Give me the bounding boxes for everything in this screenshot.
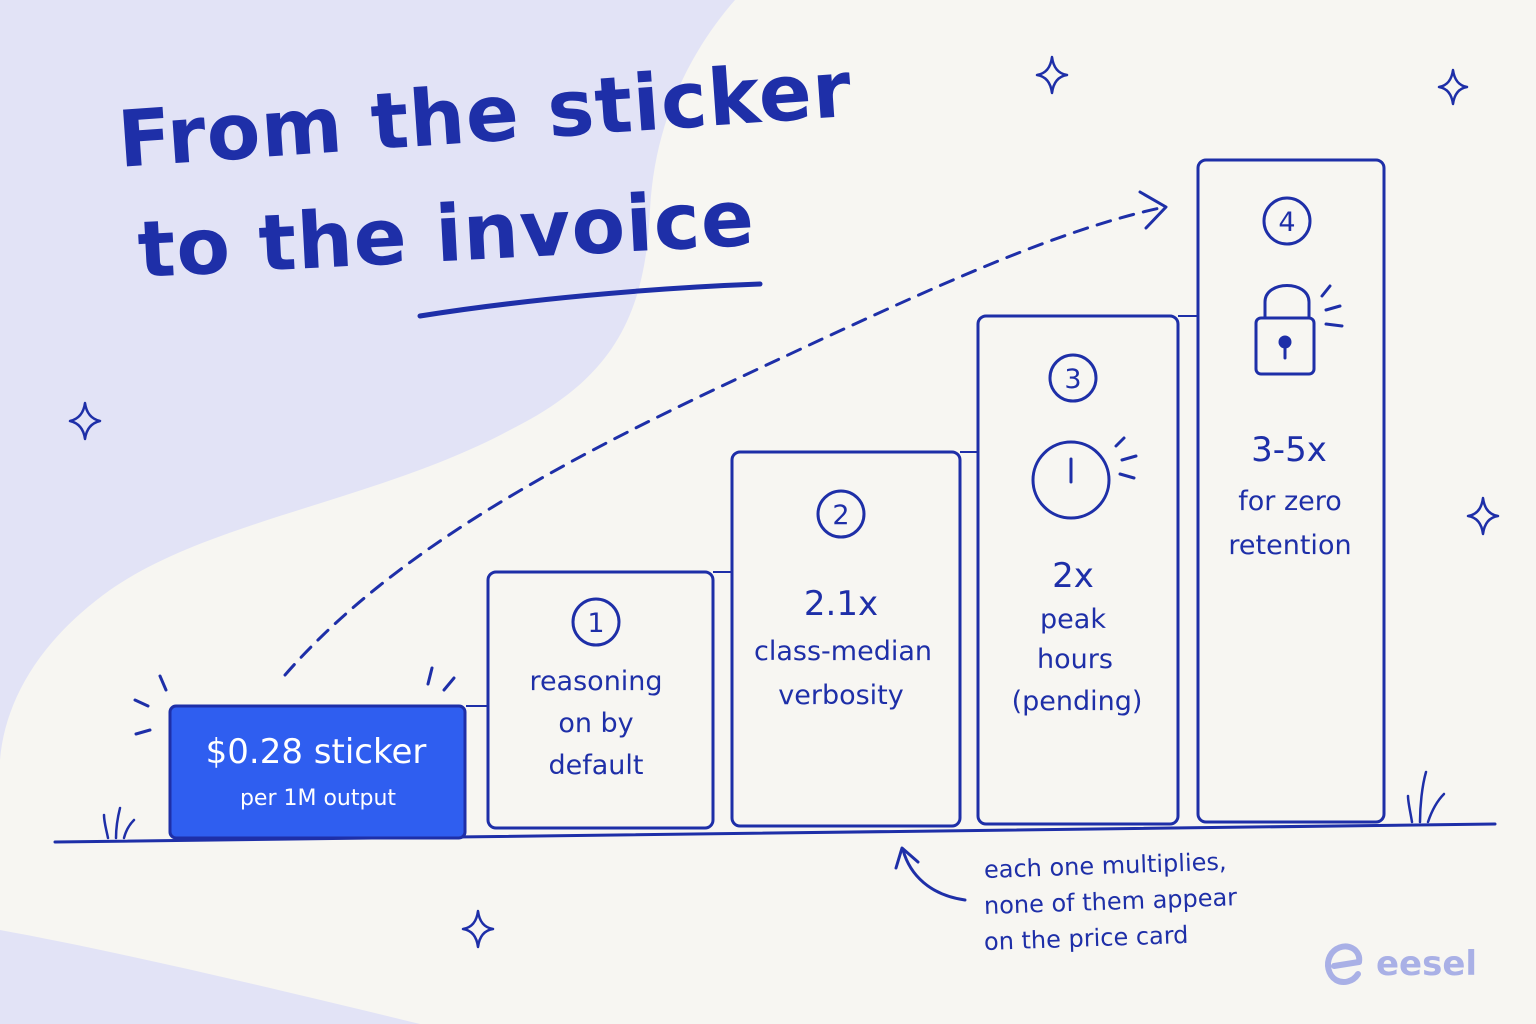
clock-icon <box>1031 436 1138 520</box>
step-2-number: 2 <box>832 500 850 531</box>
lock-icon <box>1254 284 1344 376</box>
step-2-line-2: verbosity <box>778 680 904 711</box>
step-1-line-2: on by <box>558 708 634 739</box>
sparkle-icon <box>1466 496 1500 536</box>
sparkle-icon <box>1035 55 1069 95</box>
box-connectors <box>466 315 1198 707</box>
growth-arrow <box>283 206 1162 677</box>
sparkle-icons <box>68 55 1500 949</box>
step-4-line-2: retention <box>1228 530 1352 561</box>
note-arrow <box>901 848 967 902</box>
grass-icon <box>102 806 136 840</box>
grass-icon <box>1406 770 1446 824</box>
brand-mark-icon <box>1325 943 1363 985</box>
step-4-line-1: for zero <box>1238 486 1342 517</box>
step-3-line-2: hours <box>1037 644 1113 675</box>
step-1-number: 1 <box>587 608 605 639</box>
step-1-line-3: default <box>548 750 644 781</box>
step-2-line-1: class-median <box>754 636 932 667</box>
step-3-line-3: (pending) <box>1011 686 1143 717</box>
sticker-sub-label: per 1M output <box>239 786 397 811</box>
background-blob <box>0 0 735 760</box>
sparkle-icon <box>1437 68 1469 106</box>
sticker-main-label: $0.28 sticker <box>205 732 427 772</box>
step-box-3 <box>976 314 1180 826</box>
grass-icons <box>102 770 1446 840</box>
step-1-line-1: reasoning <box>529 666 663 697</box>
step-4-value: 3-5x <box>1251 430 1327 470</box>
sticker-box <box>168 704 467 840</box>
step-3-value: 2x <box>1052 556 1094 596</box>
brand-name: eesel <box>1376 944 1478 984</box>
step-2-value: 2.1x <box>803 584 879 624</box>
title-underline <box>417 281 763 319</box>
step-box-4 <box>1196 158 1386 824</box>
brand-logo: eesel <box>1322 940 1477 988</box>
step-3-line-1: peak <box>1040 604 1106 635</box>
growth-arrow-head <box>1138 190 1168 230</box>
step-4-number: 4 <box>1278 207 1296 238</box>
note-arrow-head <box>894 846 920 870</box>
step-box-1 <box>486 570 715 830</box>
step-boxes <box>486 158 1386 830</box>
step-number-circles <box>571 196 1312 647</box>
step-3-number: 3 <box>1064 364 1082 395</box>
sticker-emphasis-marks <box>133 666 456 736</box>
sparkle-icon <box>461 909 495 949</box>
step-box-2 <box>730 450 962 828</box>
sparkle-icon <box>68 401 102 441</box>
background-blob-bottom <box>0 930 420 1024</box>
